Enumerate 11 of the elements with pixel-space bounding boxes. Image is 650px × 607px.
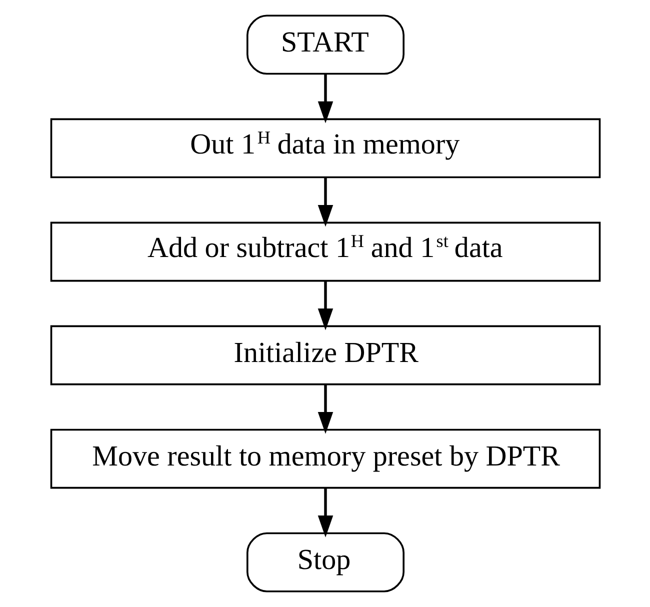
arrow <box>317 488 333 538</box>
arrow <box>317 177 333 227</box>
node-box: Initialize DPTR <box>50 325 600 386</box>
node-box: Move result to memory preset by DPTR <box>50 428 600 489</box>
node-box: Add or subtract 1$^{H}$ and 1$^{st}$ data <box>50 222 600 282</box>
node-box: Out 1$^{H}$ data in memory <box>50 118 600 178</box>
arrow <box>317 384 333 434</box>
node-box: Stop <box>246 532 404 592</box>
arrow <box>317 280 333 330</box>
node-box: START <box>246 14 404 75</box>
arrow <box>317 74 333 124</box>
